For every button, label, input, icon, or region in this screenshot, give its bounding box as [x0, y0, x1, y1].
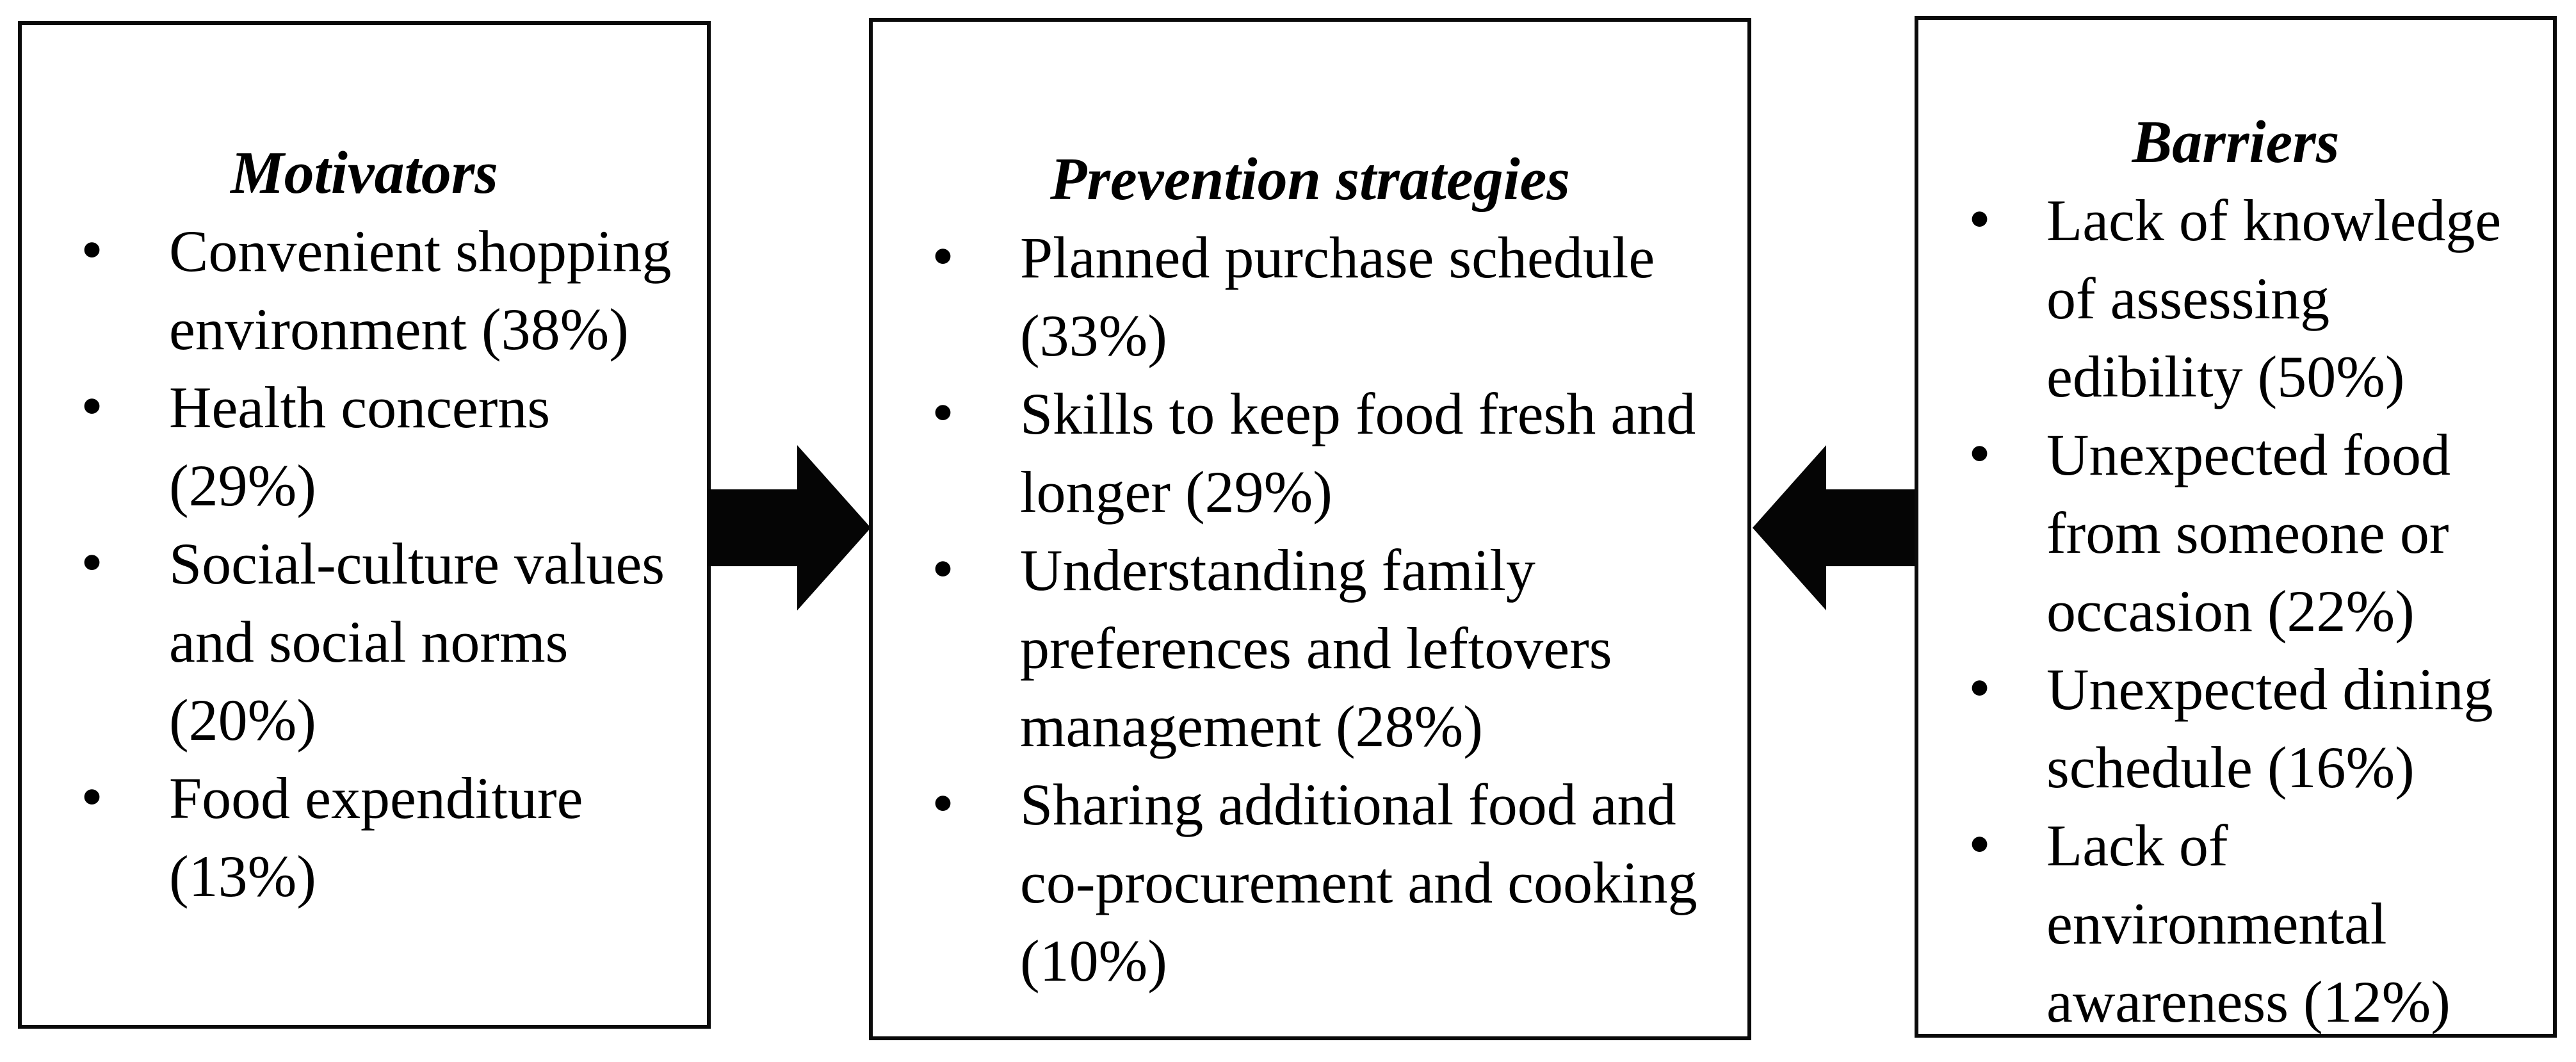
list-item-text: Lack of knowledge of assessing edibility…	[2046, 188, 2502, 409]
prevention-strategies-list: • Planned purchase schedule (33%) • Skil…	[873, 218, 1747, 1000]
prevention-strategies-box: Prevention strategies • Planned purchase…	[869, 18, 1751, 1040]
list-item: • Understanding family preferences and l…	[873, 531, 1747, 765]
list-item: • Unexpected dining schedule (16%)	[1918, 650, 2553, 806]
prevention-strategies-box-title: Prevention strategies	[1050, 146, 1570, 213]
list-item-text: Unexpected food from someone or occasion…	[2046, 422, 2450, 644]
bullet-icon: •	[1968, 418, 1991, 489]
list-item: • Social-culture values and social norms…	[22, 525, 707, 759]
bullet-icon: •	[932, 767, 955, 838]
bullet-icon: •	[932, 533, 955, 604]
motivators-list: • Convenient shopping environment (38%) …	[22, 212, 707, 915]
bullet-icon: •	[1968, 808, 1991, 879]
list-item-text: Unexpected dining schedule (16%)	[2046, 657, 2493, 800]
bullet-icon: •	[1968, 183, 1991, 254]
list-item: • Lack of environmental awareness (12%)	[1918, 806, 2553, 1034]
list-item: • Sharing additional food and co-procure…	[873, 765, 1747, 1000]
list-item-text: Convenient shopping environment (38%)	[169, 218, 672, 362]
left-arrow-icon	[1753, 445, 1916, 610]
right-arrow-icon	[708, 445, 871, 610]
list-item: • Convenient shopping environment (38%)	[22, 212, 707, 368]
list-item-text: Social-culture values and social norms (…	[169, 531, 665, 753]
bullet-icon: •	[1968, 652, 1991, 723]
list-item-text: Planned purchase schedule (33%)	[1020, 225, 1655, 368]
bullet-icon: •	[81, 527, 104, 598]
list-item-text: Health concerns (29%)	[169, 375, 551, 518]
list-item-text: Understanding family preferences and lef…	[1020, 537, 1612, 759]
list-item-text: Food expenditure (13%)	[169, 765, 583, 909]
bullet-icon: •	[81, 761, 104, 832]
list-item: • Health concerns (29%)	[22, 368, 707, 525]
list-item: • Food expenditure (13%)	[22, 759, 707, 915]
bullet-icon: •	[81, 214, 104, 285]
list-item-text: Skills to keep food fresh and longer (29…	[1020, 381, 1696, 525]
barriers-box-title: Barriers	[2132, 109, 2340, 176]
motivators-box: Motivators • Convenient shopping environ…	[18, 21, 711, 1029]
list-item-text: Sharing additional food and co-procureme…	[1020, 772, 1697, 993]
list-item-text: Lack of environmental awareness (12%)	[2046, 813, 2450, 1034]
barriers-box: Barriers • Lack of knowledge of assessin…	[1915, 16, 2557, 1038]
barriers-list: • Lack of knowledge of assessing edibili…	[1918, 181, 2553, 1034]
list-item: • Skills to keep food fresh and longer (…	[873, 375, 1747, 531]
list-item: • Unexpected food from someone or occasi…	[1918, 416, 2553, 650]
motivators-box-title: Motivators	[231, 140, 498, 206]
bullet-icon: •	[932, 377, 955, 448]
list-item: • Lack of knowledge of assessing edibili…	[1918, 181, 2553, 416]
list-item: • Planned purchase schedule (33%)	[873, 218, 1747, 375]
bullet-icon: •	[932, 220, 955, 291]
bullet-icon: •	[81, 370, 104, 441]
